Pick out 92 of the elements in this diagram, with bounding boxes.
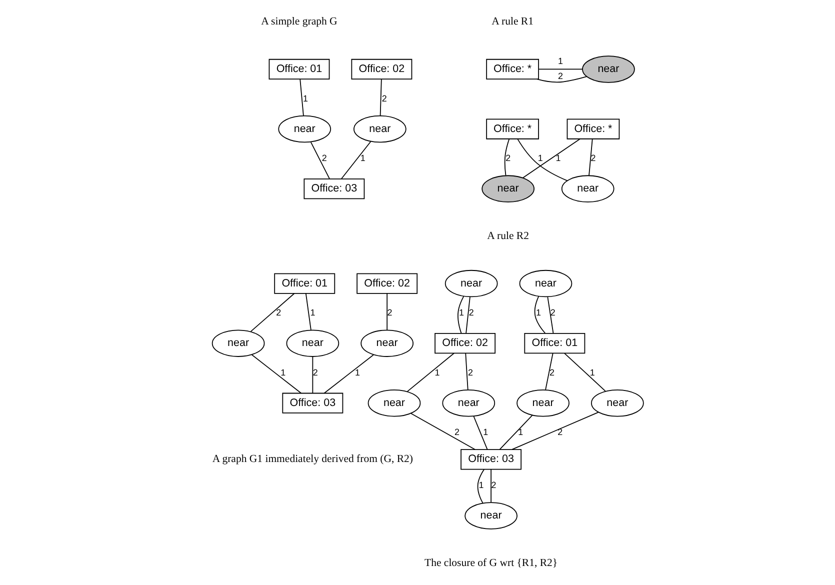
connector <box>410 413 475 450</box>
edge-label: 1 <box>478 480 484 490</box>
connector <box>476 469 484 504</box>
node-ellipse: near <box>481 175 534 202</box>
connector <box>406 352 454 392</box>
connector <box>323 354 374 394</box>
connector <box>564 352 606 392</box>
connector <box>457 296 464 334</box>
label: A rule R1 <box>491 16 533 28</box>
connector <box>310 142 330 180</box>
node-ellipse: near <box>360 330 413 357</box>
edge-label: 1 <box>310 308 315 318</box>
edge-label: 1 <box>558 56 563 66</box>
node-ellipse: near <box>590 389 644 417</box>
connector <box>511 412 598 450</box>
edge-label: 2 <box>557 427 562 438</box>
edge-label: 2 <box>550 308 555 318</box>
edge-label: 2 <box>386 308 392 318</box>
node-ellipse: near <box>560 175 614 202</box>
connector <box>251 354 302 394</box>
node-box: Office: 01 <box>268 58 330 80</box>
connector <box>536 76 587 83</box>
edge-label: 1 <box>518 427 523 438</box>
connector <box>472 416 488 450</box>
edge-label: 1 <box>434 367 440 378</box>
node-ellipse: near <box>464 502 517 530</box>
connector <box>534 296 546 334</box>
connector <box>386 293 388 330</box>
edge-label: 2 <box>505 153 510 164</box>
connector <box>522 138 580 178</box>
node-box: Office: 02 <box>356 273 418 294</box>
edge-label: 1 <box>280 367 286 378</box>
node-box: Office: * <box>486 118 538 140</box>
node-box: Office: * <box>566 118 620 140</box>
edge-label: 2 <box>321 153 326 164</box>
connector <box>498 414 532 450</box>
node-box: Office: 01 <box>274 273 335 294</box>
node-ellipse: near <box>211 330 264 357</box>
node-ellipse: near <box>444 270 498 298</box>
label: A simple graph G <box>260 16 337 28</box>
connector <box>250 293 294 332</box>
node-ellipse: near <box>278 115 331 143</box>
edge-label: 2 <box>276 308 281 318</box>
edge-label: 2 <box>549 367 554 378</box>
node-box: Office: 03 <box>282 392 343 414</box>
connector <box>516 138 568 182</box>
connector <box>340 141 371 180</box>
connector <box>312 356 313 394</box>
edge-label: 1 <box>482 427 488 438</box>
edge-label: 2 <box>590 153 596 164</box>
connector <box>379 78 382 116</box>
node-box: Office: 03 <box>303 178 364 200</box>
connector <box>465 296 470 334</box>
edge-label: 1 <box>555 153 560 164</box>
connector <box>544 352 553 390</box>
node-ellipse: near <box>352 115 406 143</box>
node-ellipse: near <box>442 389 495 417</box>
label: A rule R2 <box>486 230 528 242</box>
node-ellipse: near <box>367 389 420 417</box>
node-ellipse: near <box>516 389 569 417</box>
edge-label: 2 <box>558 71 563 82</box>
edge-label: 1 <box>354 367 360 378</box>
edge-label: 2 <box>467 367 472 378</box>
edge-label: 1 <box>537 153 542 164</box>
edge-label: 1 <box>536 308 541 318</box>
connector <box>299 78 304 116</box>
edge-label: 2 <box>454 427 459 438</box>
node-ellipse: near <box>518 270 572 298</box>
connector <box>490 468 491 503</box>
edge-label: 2 <box>312 367 318 378</box>
edge-label: 1 <box>302 93 308 104</box>
connector <box>464 352 468 390</box>
edge-label: 1 <box>458 308 464 318</box>
node-box: Office: 01 <box>524 333 585 354</box>
node-ellipse: near <box>286 330 339 357</box>
label: The closure of G wrt {R1, R2} <box>424 556 558 569</box>
node-box: Office: 02 <box>350 58 412 80</box>
edge-label: 2 <box>468 308 474 318</box>
node-box: Office: 03 <box>460 449 522 470</box>
edge-label: 2 <box>381 93 386 104</box>
connector <box>588 138 592 176</box>
node-box: Office: * <box>486 58 538 80</box>
edge-label: 2 <box>490 480 496 490</box>
connector <box>538 68 582 70</box>
edge-label: 1 <box>589 367 594 378</box>
edge-label: 1 <box>360 153 365 164</box>
node-box: Office: 02 <box>434 333 496 354</box>
connector <box>504 138 510 176</box>
connector <box>546 296 554 334</box>
node-ellipse: near <box>582 56 634 83</box>
connector <box>304 293 311 330</box>
label: A graph G1 immediately derived from (G, R2) <box>212 453 412 466</box>
